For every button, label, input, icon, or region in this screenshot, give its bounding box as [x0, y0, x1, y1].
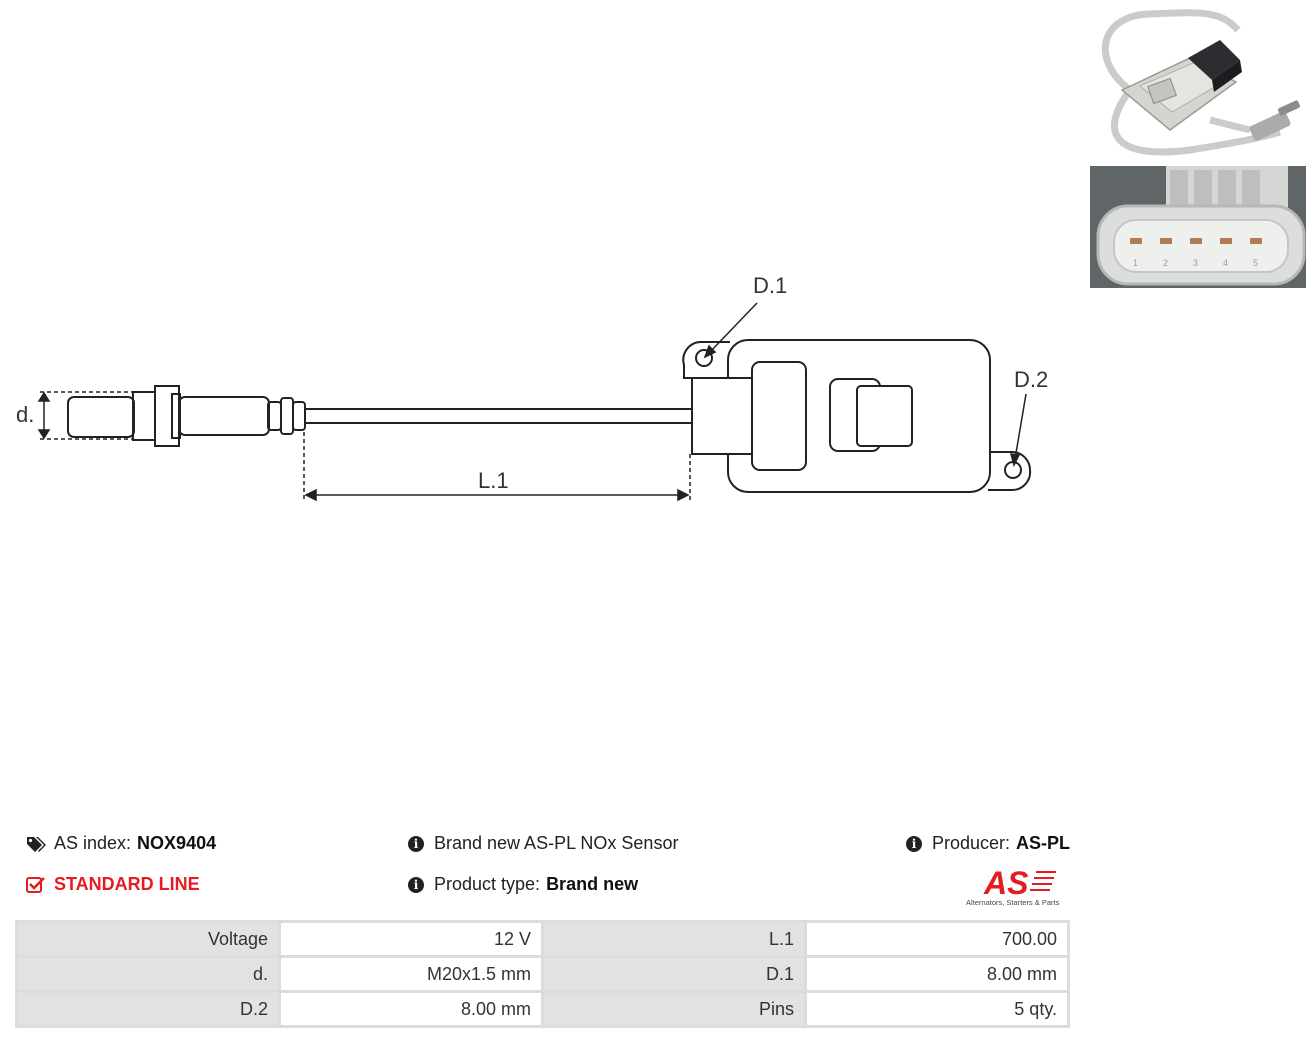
standard-line-label: STANDARD LINE [54, 874, 200, 894]
product-type-value: Brand new [546, 874, 639, 894]
spec-value: 8.00 mm [804, 955, 1070, 993]
spec-label: L.1 [541, 920, 807, 958]
spec-label: Pins [541, 990, 807, 1028]
pin-number: 5 [1253, 258, 1258, 268]
probe-body [178, 396, 270, 436]
as-index-label: AS index: [54, 833, 132, 853]
description-text: Brand new AS-PL NOx Sensor [434, 833, 679, 853]
producer-value: AS-PL [1016, 833, 1071, 853]
product-type-label: Product type: [434, 874, 541, 894]
spec-label: Voltage [15, 920, 281, 958]
producer-label: Producer: [932, 833, 1011, 853]
spec-value: 12 V [278, 920, 544, 958]
spec-label: D.2 [15, 990, 281, 1028]
plug-face [856, 385, 913, 447]
hole-d1 [695, 349, 713, 367]
as-index-value: NOX9404 [137, 833, 217, 853]
info-icon: i [408, 876, 424, 893]
specs-table: Voltage 12 V L.1 700.00 d. M20x1.5 mm D.… [15, 920, 1070, 1028]
table-row: d. M20x1.5 mm D.1 8.00 mm [15, 955, 1070, 993]
producer: i Producer: AS-PL [904, 833, 1070, 854]
spec-label: d. [15, 955, 281, 993]
pin-number: 2 [1163, 258, 1168, 268]
svg-text:AS: AS [983, 865, 1029, 901]
table-row: D.2 8.00 mm Pins 5 qty. [15, 990, 1070, 1028]
label-d1: D.1 [753, 273, 787, 298]
spec-value: 700.00 [804, 920, 1070, 958]
as-index: AS index: NOX9404 [26, 833, 216, 854]
hex-nut-left [132, 391, 156, 441]
pin-number: 1 [1133, 258, 1138, 268]
hole-d2 [1004, 461, 1022, 479]
spec-value: M20x1.5 mm [278, 955, 544, 993]
connector-socket [751, 361, 807, 471]
sensor-technical-drawing: d. L.1 D.1 D.2 [16, 273, 1048, 502]
mounting-ear-right [988, 451, 1032, 492]
spec-value: 5 qty. [804, 990, 1070, 1028]
sensor-photo [1090, 0, 1306, 166]
pin-number: 3 [1193, 258, 1198, 268]
connector-photo: 1 2 3 4 5 [1090, 166, 1306, 288]
as-pl-logo: AS Alternators, Starters & Parts [962, 864, 1070, 908]
tags-icon [26, 834, 46, 854]
table-row: Voltage 12 V L.1 700.00 [15, 920, 1070, 958]
label-l1: L.1 [478, 468, 509, 493]
info-icon: i [408, 835, 424, 852]
collar-ring-3 [292, 401, 306, 431]
mounting-ear-left [682, 341, 730, 379]
spec-label: D.1 [541, 955, 807, 993]
collar-ring-2 [280, 397, 294, 435]
product-type: i Product type: Brand new [406, 874, 638, 895]
probe-tip [67, 396, 135, 438]
spec-value: 8.00 mm [278, 990, 544, 1028]
standard-line: STANDARD LINE [26, 874, 200, 895]
info-icon: i [906, 835, 922, 852]
label-d2: D.2 [1014, 367, 1048, 392]
pin-number: 4 [1223, 258, 1228, 268]
label-d: d. [16, 402, 34, 427]
description: i Brand new AS-PL NOx Sensor [406, 833, 678, 854]
cable-gland [691, 377, 755, 455]
svg-text:Alternators, Starters & Parts: Alternators, Starters & Parts [966, 898, 1060, 907]
checkbox-icon [26, 875, 46, 895]
